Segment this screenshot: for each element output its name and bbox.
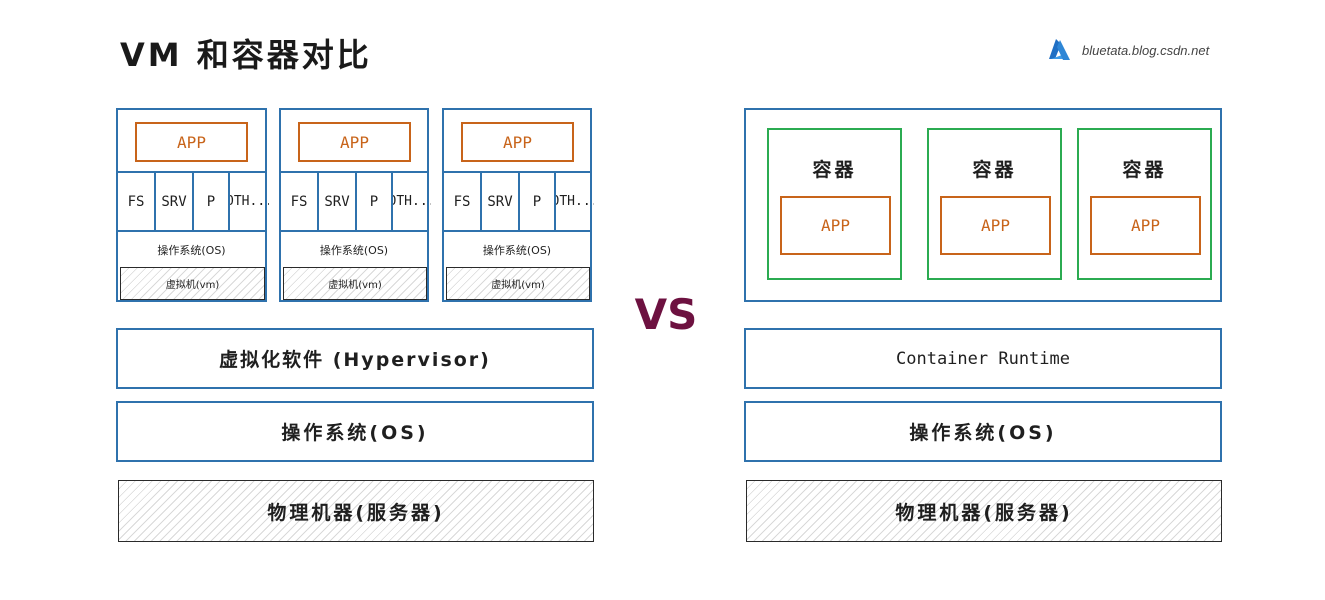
- hardware-layer: 物理机器(服务器): [746, 480, 1222, 542]
- vm-box: APP FS SRV P OTH... 操作系统(OS) 虚拟机(vm): [279, 108, 431, 302]
- app-box: APP: [135, 122, 248, 162]
- container-box: 容器 APP: [767, 128, 902, 280]
- hypervisor-layer: 虚拟化软件 (Hypervisor): [116, 328, 594, 389]
- app-box: APP: [461, 122, 574, 162]
- app-box: APP: [940, 196, 1051, 255]
- vm-box: APP FS SRV P OTH... 操作系统(OS) 虚拟机(vm): [442, 108, 594, 302]
- vm-label: 虚拟机(vm): [120, 267, 265, 300]
- other-cell: OTH...: [554, 173, 594, 230]
- app-box: APP: [780, 196, 891, 255]
- host-os-layer: 操作系统(OS): [116, 401, 594, 462]
- srv-cell: SRV: [154, 173, 192, 230]
- os-components-row: FS SRV P OTH...: [442, 171, 594, 232]
- vm-label: 虚拟机(vm): [446, 267, 590, 300]
- guest-os-label: 操作系统(OS): [319, 244, 389, 257]
- app-box: APP: [298, 122, 411, 162]
- watermark-text: bluetata.blog.csdn.net: [1082, 42, 1210, 58]
- azure-logo-icon: [1049, 39, 1070, 60]
- containers-group: 容器 APP 容器 APP 容器 APP: [744, 108, 1222, 302]
- vm-box: APP FS SRV P OTH... 操作系统(OS) 虚拟机(vm): [116, 108, 269, 302]
- container-runtime-layer: Container Runtime: [744, 328, 1222, 389]
- fs-cell: FS: [290, 193, 308, 210]
- vm-label: 虚拟机(vm): [283, 267, 427, 300]
- page-title: VM 和容器对比: [120, 36, 372, 74]
- os-components-row: FS SRV P OTH...: [279, 171, 431, 232]
- fs-cell: FS: [453, 193, 471, 210]
- other-cell: OTH...: [391, 173, 431, 230]
- guest-os-label: 操作系统(OS): [482, 244, 552, 257]
- srv-cell: SRV: [480, 173, 518, 230]
- hardware-layer: 物理机器(服务器): [118, 480, 594, 542]
- container-box: 容器 APP: [1077, 128, 1212, 280]
- p-cell: P: [192, 173, 228, 230]
- os-components-row: FS SRV P OTH...: [116, 171, 269, 232]
- container-label: 容器: [812, 158, 857, 181]
- p-cell: P: [518, 173, 554, 230]
- container-label: 容器: [1122, 158, 1167, 181]
- vs-label: VS: [634, 289, 698, 339]
- p-cell: P: [355, 173, 391, 230]
- fs-cell: FS: [127, 193, 145, 210]
- other-cell: OTH...: [228, 173, 269, 230]
- guest-os-label: 操作系统(OS): [157, 244, 226, 257]
- host-os-layer: 操作系统(OS): [744, 401, 1222, 462]
- container-box: 容器 APP: [927, 128, 1062, 280]
- srv-cell: SRV: [317, 173, 355, 230]
- container-label: 容器: [972, 158, 1017, 181]
- watermark: bluetata.blog.csdn.net: [1046, 36, 1209, 64]
- app-box: APP: [1090, 196, 1201, 255]
